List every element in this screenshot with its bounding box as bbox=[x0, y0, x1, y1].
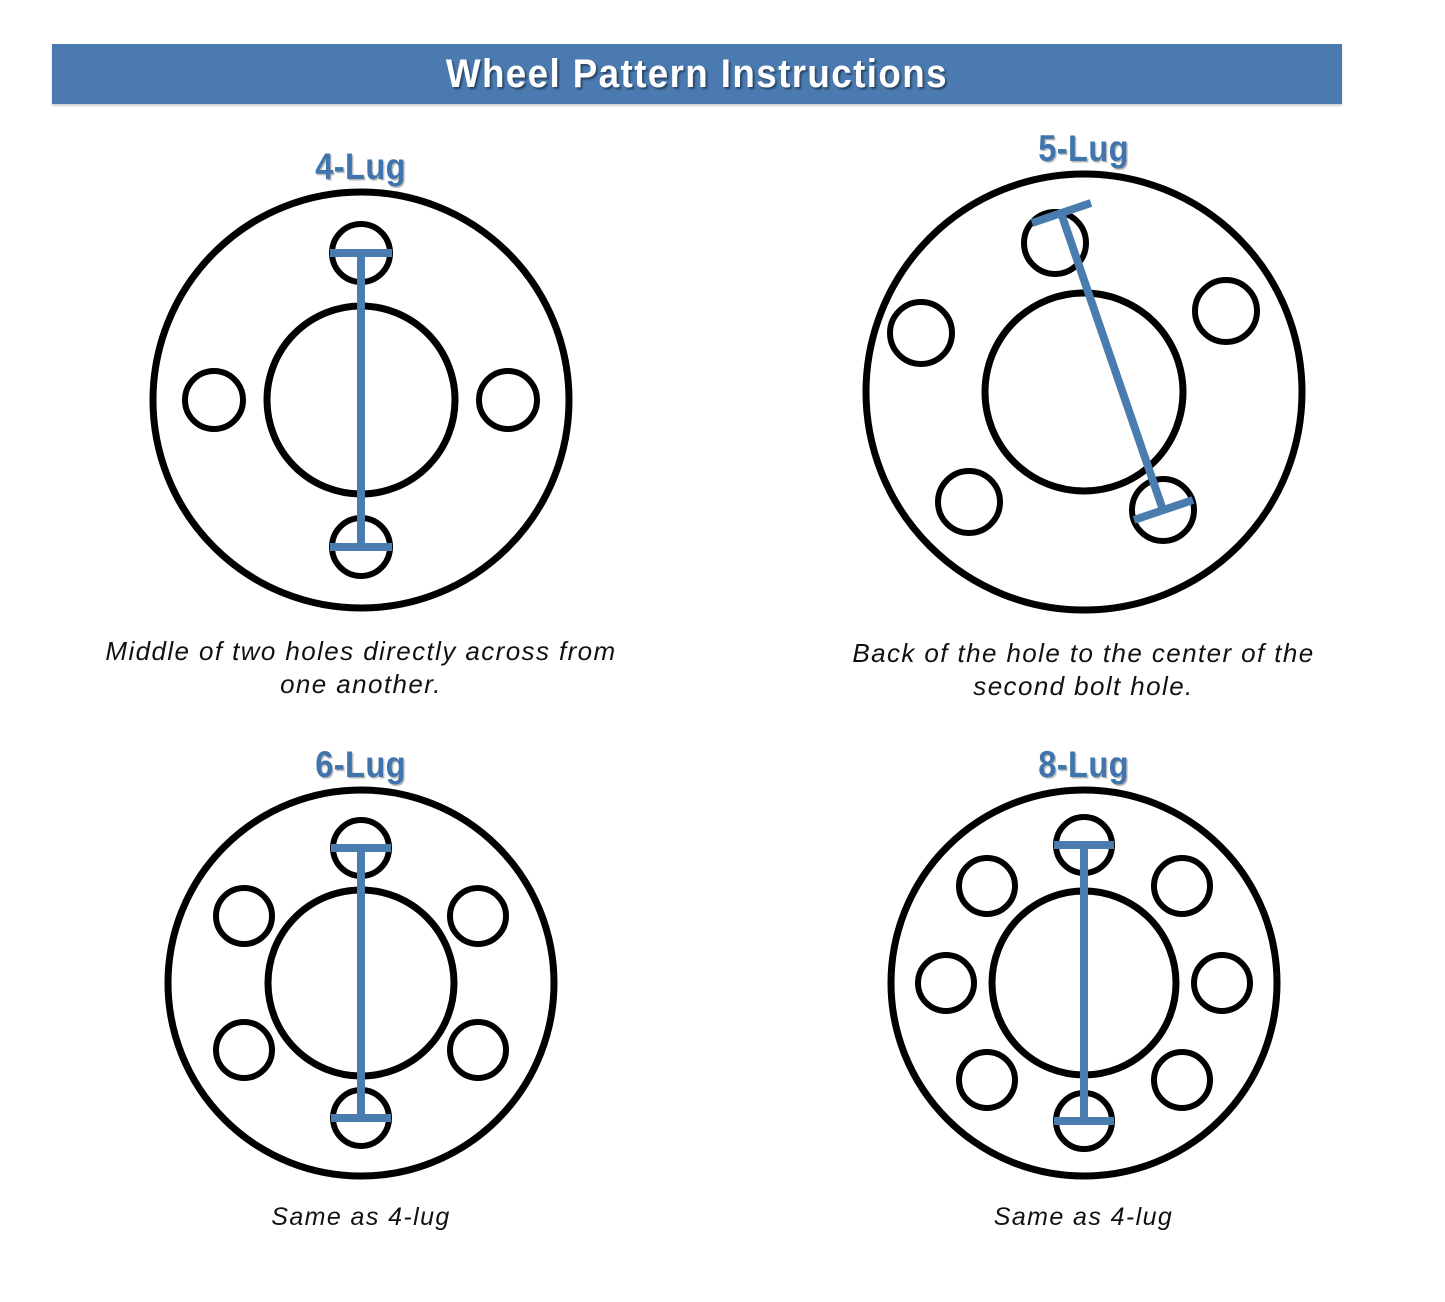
panel-6-lug: 6-Lug Same as 4-lug bbox=[0, 728, 722, 1302]
measure-cap-hole-center bbox=[1132, 496, 1194, 524]
measure-cap-back-of-hole bbox=[1030, 199, 1092, 227]
wheel-diagram-5-lug bbox=[862, 170, 1305, 614]
panel-4-lug: 4-Lug Middle of two holes directly acros… bbox=[0, 118, 722, 728]
lug-hole bbox=[213, 1019, 275, 1081]
lug-hole bbox=[934, 468, 1003, 536]
lug-hole bbox=[955, 855, 1018, 917]
title-banner: Wheel Pattern Instructions bbox=[52, 44, 1342, 104]
caption-6-lug: Same as 4-lug bbox=[271, 1203, 451, 1231]
wheel-diagram-8-lug bbox=[887, 786, 1280, 1180]
heading-4-lug: 4-Lug bbox=[315, 146, 407, 187]
hub-bore-circle bbox=[981, 289, 1186, 495]
panel-8-lug: 8-Lug Same as 4-lug bbox=[722, 728, 1445, 1302]
measurement-indicator bbox=[1030, 199, 1194, 524]
heading-8-lug: 8-Lug bbox=[1038, 744, 1129, 785]
lug-hole bbox=[1150, 1049, 1213, 1111]
wheel-diagram-6-lug bbox=[164, 786, 558, 1180]
lug-hole bbox=[1191, 277, 1260, 345]
lug-hole bbox=[1190, 952, 1253, 1014]
measurement-indicator bbox=[330, 249, 392, 551]
lug-hole bbox=[955, 1049, 1018, 1111]
caption-8-lug: Same as 4-lug bbox=[993, 1203, 1174, 1231]
lug-hole bbox=[447, 1019, 509, 1081]
lug-hole bbox=[1150, 855, 1213, 917]
lug-hole bbox=[213, 885, 275, 947]
heading-6-lug: 6-Lug bbox=[315, 744, 407, 785]
caption-4-lug: Middle of two holes directly across from… bbox=[105, 636, 617, 700]
lug-hole bbox=[886, 299, 955, 367]
lug-hole bbox=[476, 368, 540, 432]
wheel-diagram-4-lug bbox=[149, 188, 573, 612]
lug-hole bbox=[182, 368, 246, 432]
heading-5-lug: 5-Lug bbox=[1038, 128, 1129, 169]
lug-hole bbox=[914, 952, 977, 1014]
wheel-pattern-grid: 4-Lug Middle of two holes directly acros… bbox=[0, 118, 1445, 1302]
panel-5-lug: 5-Lug Back of the hole to the center of … bbox=[722, 118, 1445, 728]
measure-shaft bbox=[1056, 211, 1167, 512]
lug-hole bbox=[447, 885, 509, 947]
measurement-indicator bbox=[331, 844, 391, 1122]
page-title: Wheel Pattern Instructions bbox=[445, 51, 949, 96]
measurement-indicator bbox=[1053, 841, 1114, 1125]
caption-5-lug: Back of the hole to the center of the se… bbox=[852, 638, 1315, 702]
